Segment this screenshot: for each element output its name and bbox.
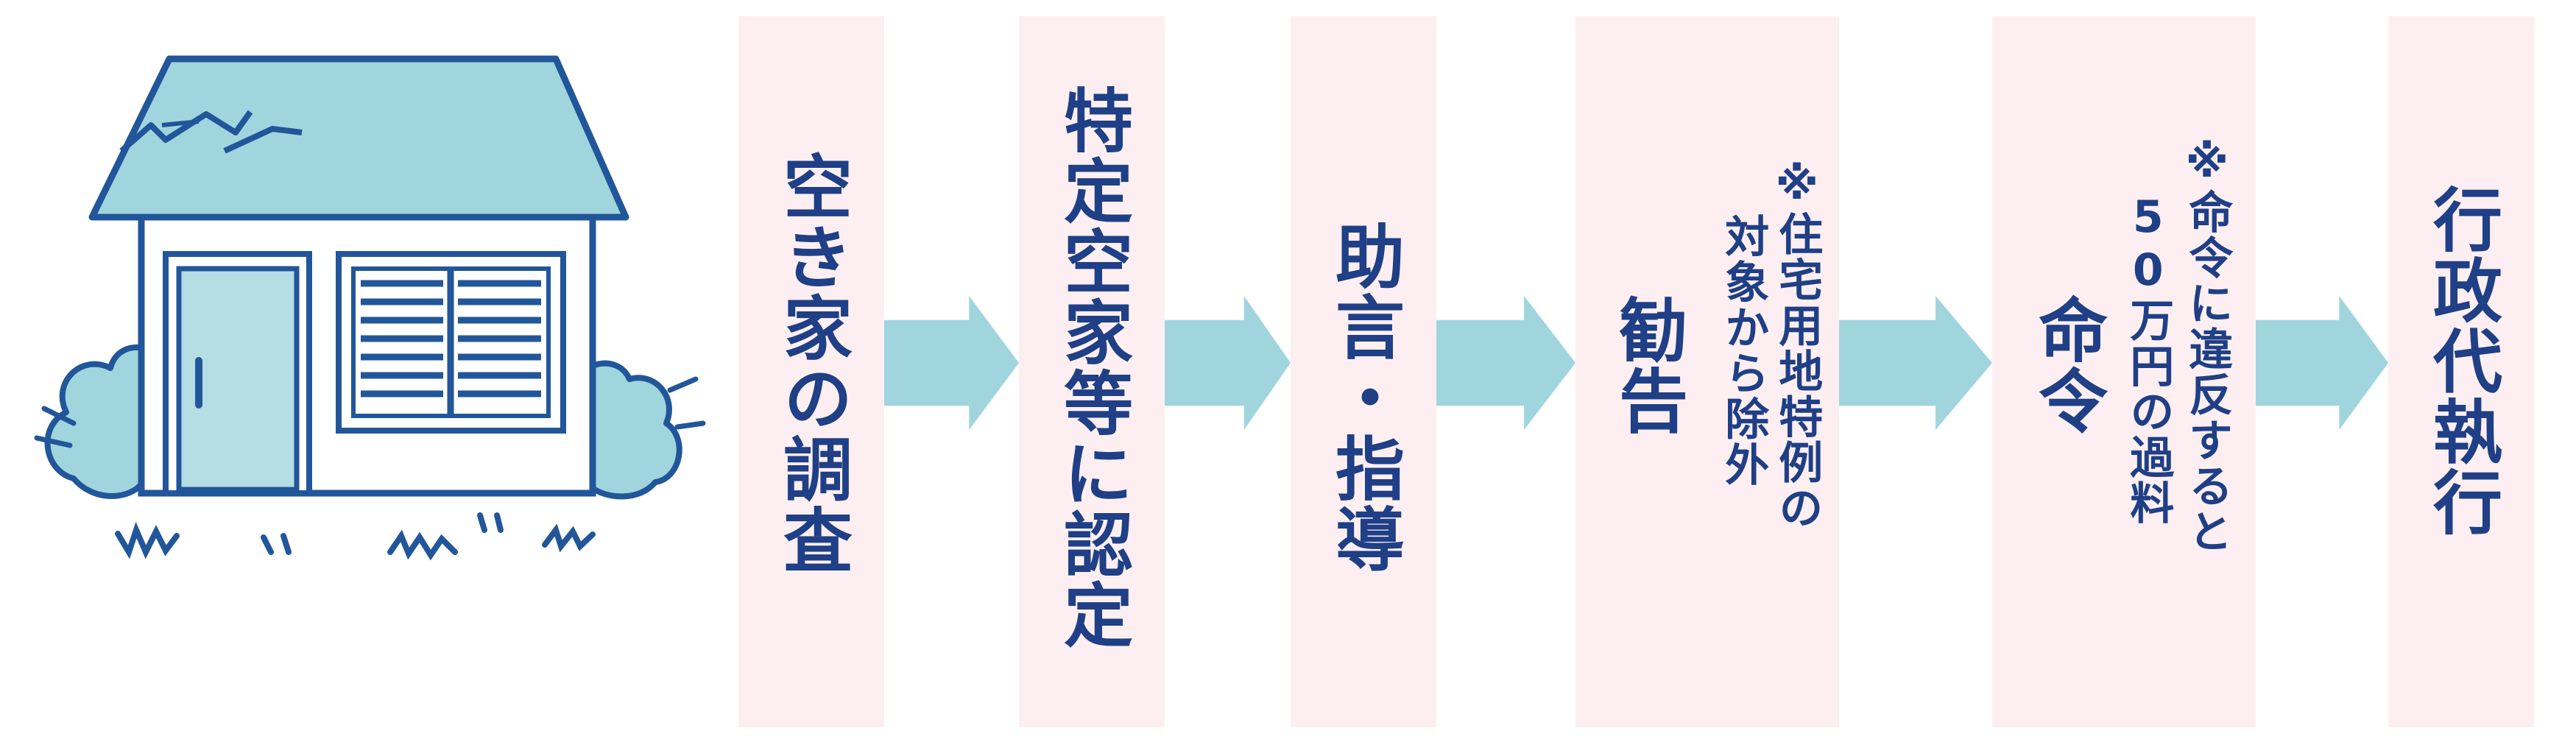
step-label-order: 命令 — [2027, 294, 2107, 436]
vacant-house-illustration — [29, 44, 707, 574]
step-label-designation: 特定空家等に認定 — [1052, 85, 1132, 650]
flow-arrow-2 — [1165, 296, 1291, 430]
step-note-recommendation-line1: ※住宅用地特例の — [1771, 158, 1823, 531]
flow-arrow-3 — [1436, 296, 1575, 430]
step-box-6 — [2388, 16, 2534, 727]
window — [336, 251, 566, 434]
flow-arrow-5 — [2256, 296, 2388, 430]
step-box-3 — [1291, 16, 1436, 727]
step-note-order-line2: 50万円の過料 — [2122, 191, 2174, 526]
step-note-order-line1: ※命令に違反すると — [2181, 136, 2233, 554]
step-box-2 — [1019, 16, 1165, 727]
grass-tufts — [115, 512, 596, 561]
flow-arrow-1 — [884, 296, 1019, 430]
step-box-4 — [1575, 16, 1839, 727]
step-box-1 — [738, 16, 884, 727]
step-box-5 — [1992, 16, 2256, 727]
door — [163, 251, 312, 496]
step-note-recommendation-line2: 対象から除外 — [1717, 213, 1769, 487]
roof — [88, 55, 629, 221]
step-label-recommendation: 勧告 — [1607, 294, 1687, 436]
step-label-administrative-execution: 行政代執行 — [2421, 184, 2502, 537]
step-label-survey: 空き家の調査 — [772, 151, 852, 575]
step-label-advice-guidance: 助言・指導 — [1324, 221, 1404, 574]
flow-arrow-4 — [1839, 296, 1992, 430]
